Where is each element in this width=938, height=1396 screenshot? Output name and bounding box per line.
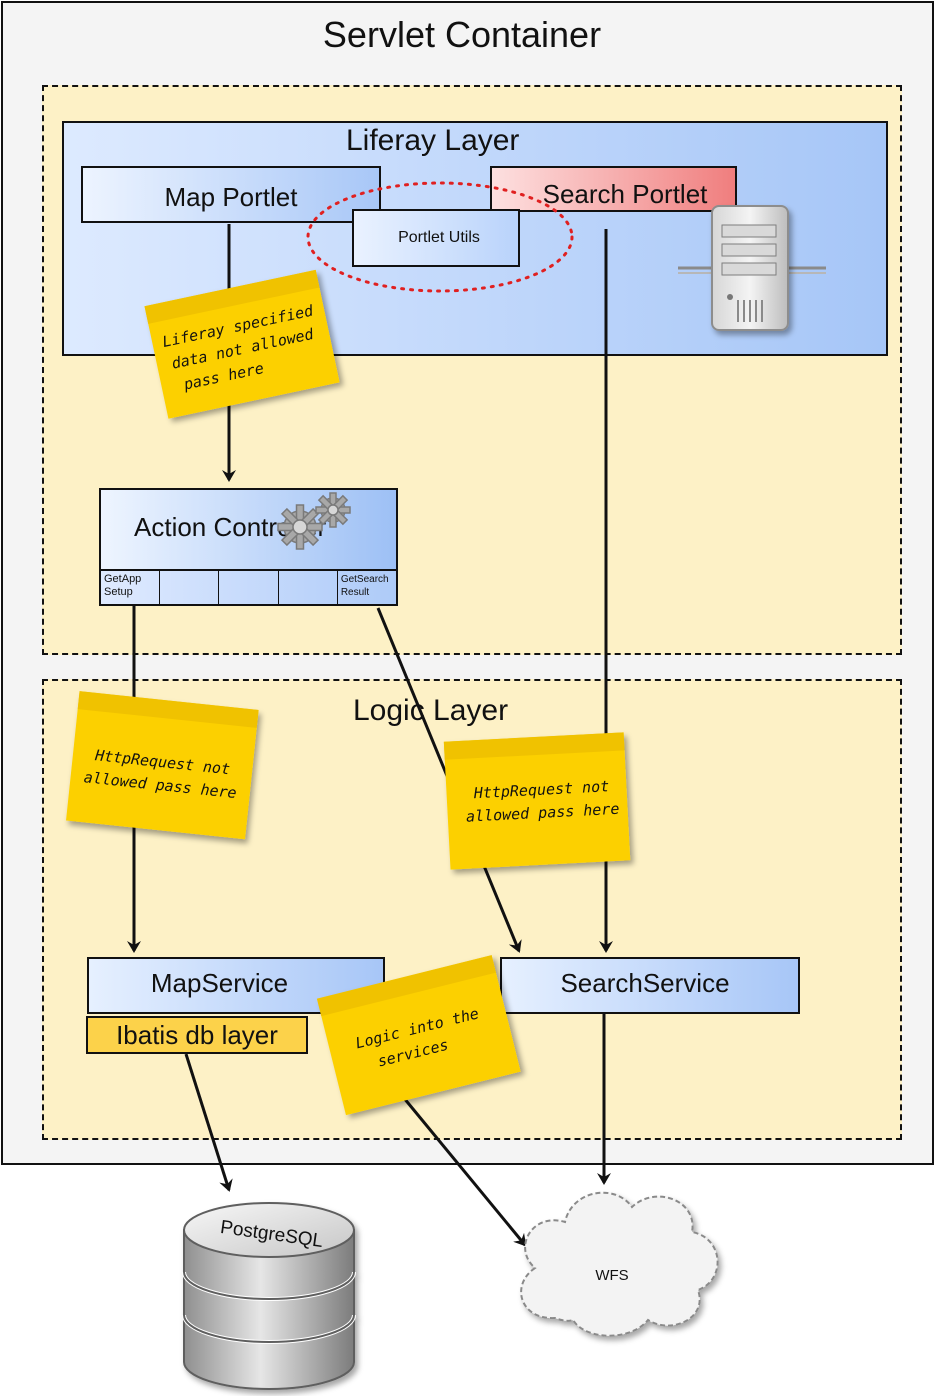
method-cell — [160, 571, 220, 604]
search-portlet — [490, 166, 737, 212]
method-cell: GetApp Setup — [101, 571, 161, 604]
search-portlet-label: Search Portlet — [542, 179, 708, 209]
services-to-wfs-arrow — [397, 1091, 527, 1247]
search-service — [500, 957, 800, 1014]
map-service-label: MapService — [150, 968, 289, 998]
search-service-label: SearchService — [560, 968, 730, 998]
shared-utils-highlight — [306, 181, 574, 293]
cloud-label: WFS — [595, 1267, 628, 1284]
cloud-icon — [520, 1191, 719, 1337]
map-portlet-label: Map Portlet — [164, 182, 298, 212]
note-httprequest-right: HttpRequest not allowed pass here — [443, 732, 631, 870]
liferay-layer-title: Liferay Layer — [346, 124, 520, 157]
note-liferay: Liferay specified data not allowed pass … — [144, 269, 340, 419]
note-httprequest-left: HttpRequest not allowed pass here — [66, 691, 259, 840]
logic-layer-title: Logic Layer — [353, 694, 509, 727]
server-icon — [678, 205, 826, 331]
method-cell — [219, 571, 279, 604]
method-cell: GetSearch Result — [340, 574, 389, 598]
action-controller-methods: GetApp Setup GetSearch Result — [99, 569, 398, 606]
ibatis-db-layer — [86, 1016, 308, 1054]
ibatis-label: Ibatis db layer — [116, 1020, 278, 1050]
note-logic: Logic into the services — [316, 955, 521, 1116]
ibatis-to-db-arrow — [184, 1053, 233, 1192]
database-icon — [182, 1202, 356, 1390]
servlet-container-title: Servlet Container — [322, 14, 602, 55]
map-portlet — [81, 166, 381, 223]
portlet-utils — [352, 209, 520, 267]
gears-icon — [277, 492, 351, 550]
method-cell — [279, 571, 338, 604]
portlet-utils-label: Portlet Utils — [398, 229, 480, 246]
